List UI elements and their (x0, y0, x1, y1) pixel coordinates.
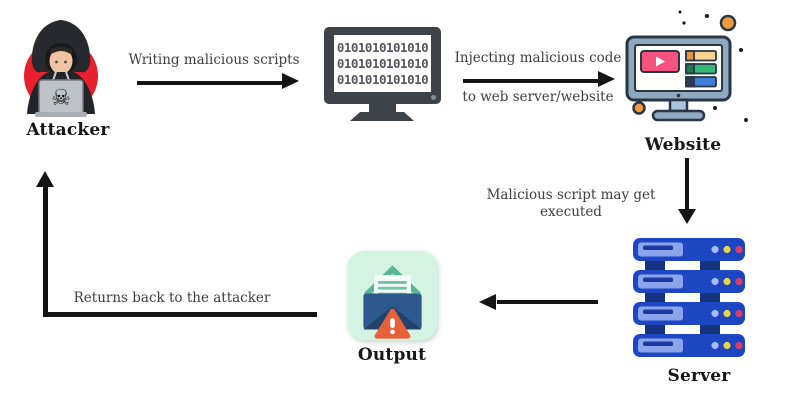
list-row-blue-icon (685, 76, 717, 88)
monitor-bezel: 0101010101010 0101010101010 010101010101… (324, 27, 441, 104)
arrow-website-to-server (685, 158, 689, 210)
server-label: Server (667, 366, 731, 386)
server-unit (633, 238, 745, 261)
arrowhead-up-icon (36, 171, 54, 187)
website-icon (625, 10, 748, 122)
edge-write-label: Writing malicious scripts (128, 52, 300, 68)
output-label: Output (357, 345, 427, 365)
server-icon (633, 238, 745, 357)
monitor-screen: 0101010101010 0101010101010 010101010101… (334, 35, 431, 92)
binary-line: 0101010101010 (336, 71, 429, 87)
arrow-server-to-output (497, 300, 598, 304)
arrow-code-to-website (463, 79, 600, 83)
monitor-base (350, 112, 414, 121)
list-row-yellow-icon (685, 50, 717, 62)
arrow-output-to-attacker-vertical (43, 187, 48, 317)
binary-line: 0101010101010 (336, 39, 429, 55)
orange-dot-icon (632, 101, 646, 115)
orange-dot-icon (719, 14, 737, 32)
server-unit (633, 270, 745, 293)
attacker-label: Attacker (26, 120, 110, 140)
binary-monitor-icon: 0101010101010 0101010101010 010101010101… (324, 27, 441, 122)
play-icon (656, 56, 665, 67)
skull-crossbones-icon: ☠ (51, 86, 71, 111)
arrowhead-right-icon (598, 71, 615, 87)
edge-execute-label: Malicious script may get executed (486, 187, 656, 220)
arrow-attacker-to-code (137, 81, 284, 85)
arrowhead-right-icon (282, 73, 299, 89)
monitor-stand (369, 104, 396, 112)
edge-inject-label-bottom: to web server/website (462, 89, 614, 105)
server-unit (633, 334, 745, 357)
arrowhead-left-icon (479, 294, 496, 310)
edge-inject-label-top: Injecting malicious code (454, 50, 622, 66)
binary-line: 0101010101010 (336, 55, 429, 71)
monitor-power-button-icon (431, 95, 436, 100)
server-unit (633, 302, 745, 325)
attacker-icon: ☠ (24, 20, 98, 117)
arrowhead-down-icon (678, 209, 696, 224)
website-label: Website (644, 135, 722, 155)
arrow-output-to-attacker-horizontal (45, 312, 317, 317)
list-row-green-icon (685, 63, 717, 75)
edge-return-label: Returns back to the attacker (73, 290, 271, 306)
output-icon (347, 250, 438, 341)
